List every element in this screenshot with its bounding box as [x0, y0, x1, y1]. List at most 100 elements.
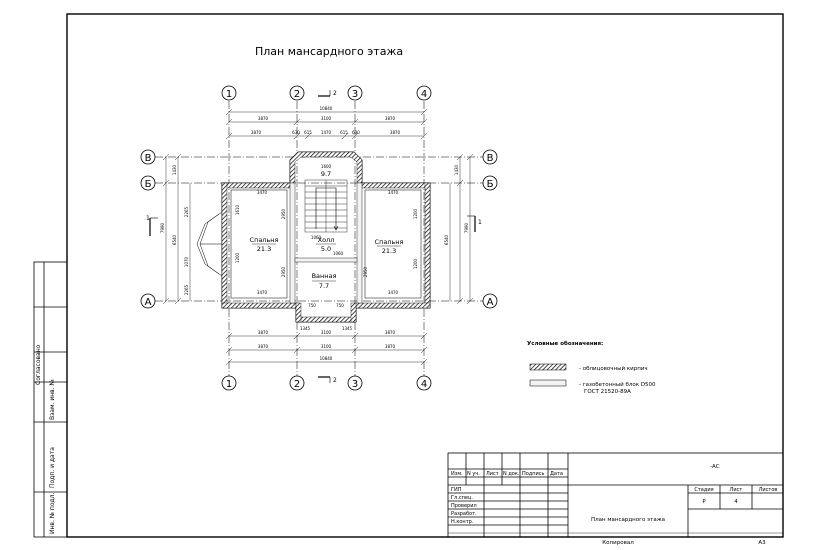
wall-south-left: [221, 302, 297, 309]
svg-text:Б: Б: [145, 179, 152, 190]
svg-text:Лист: Лист: [730, 487, 743, 493]
copied-label: Копировал: [602, 540, 634, 546]
room-bedroom-right-name: Спальня: [375, 238, 404, 246]
legend-brick-swatch: [529, 363, 567, 371]
axis-bubble-right-v: В: [482, 149, 498, 165]
svg-text:Стадия: Стадия: [694, 487, 713, 493]
axis-bubble-bottom-4: 4: [416, 375, 432, 391]
walls: [221, 151, 431, 323]
svg-text:2950: 2950: [281, 266, 286, 277]
room-bathroom-area: 7.7: [319, 282, 329, 290]
svg-text:3870: 3870: [251, 130, 262, 135]
section-mark-top-label: 2: [333, 90, 337, 97]
svg-text:1470: 1470: [321, 130, 332, 135]
axis-bubble-left-a: А: [140, 293, 156, 309]
axis-bubble-top-1: 1: [221, 85, 237, 101]
section-mark-bottom-label: 2: [333, 377, 337, 384]
svg-text:В: В: [487, 153, 494, 164]
svg-text:Гл.спец.: Гл.спец.: [451, 495, 473, 501]
svg-text:В: В: [145, 153, 152, 164]
svg-text:1345: 1345: [300, 326, 311, 331]
section-mark-right-label: 1: [478, 219, 482, 226]
sheet-value: 4: [734, 499, 738, 505]
side-stamp-inv-no: Инв. № подл.: [49, 493, 56, 534]
svg-text:630: 630: [292, 130, 300, 135]
svg-text:2: 2: [294, 379, 300, 390]
section-mark-top: [318, 90, 331, 97]
doc-code: -АС: [710, 464, 720, 470]
bedroom-left-outline: [230, 189, 288, 299]
section-mark-left-label: 1: [146, 215, 150, 222]
svg-text:3870: 3870: [385, 330, 396, 335]
sheet-name: План мансардного этажа: [591, 517, 665, 523]
axis-bubble-left-b: Б: [140, 175, 156, 191]
svg-text:3100: 3100: [321, 330, 332, 335]
svg-text:3100: 3100: [321, 344, 332, 349]
svg-text:3870: 3870: [390, 130, 401, 135]
wall-bay-right: [350, 302, 357, 323]
svg-text:3870: 3870: [258, 330, 269, 335]
wall-bay-left: [295, 302, 302, 323]
svg-text:3470: 3470: [388, 190, 399, 195]
svg-text:Б: Б: [487, 179, 494, 190]
svg-text:1: 1: [226, 379, 232, 390]
svg-text:2265: 2265: [184, 206, 189, 217]
svg-text:10840: 10840: [320, 356, 333, 361]
svg-text:7990: 7990: [160, 222, 165, 233]
svg-text:3870: 3870: [258, 116, 269, 121]
svg-text:ГИП: ГИП: [451, 487, 462, 493]
section-mark-bottom: [318, 376, 331, 383]
svg-text:750: 750: [336, 303, 344, 308]
svg-text:Дата: Дата: [550, 471, 563, 477]
side-stamp-replace-inv: Взам. инв. №: [49, 379, 56, 420]
room-bathroom-name: Ванная: [312, 272, 337, 280]
svg-text:Проверил: Проверил: [451, 503, 477, 509]
axis-bubble-top-4: 4: [416, 85, 432, 101]
room-hall-area: 5.0: [321, 245, 331, 253]
svg-text:10840: 10840: [320, 106, 333, 111]
svg-text:3: 3: [352, 379, 358, 390]
svg-text:2: 2: [294, 89, 300, 100]
axis-bubble-bottom-2: 2: [289, 375, 305, 391]
svg-text:1200: 1200: [235, 252, 240, 263]
drawing-title: План мансардного этажа: [255, 45, 403, 58]
svg-text:3870: 3870: [258, 344, 269, 349]
svg-text:N док.: N док.: [503, 471, 520, 477]
svg-text:А: А: [487, 297, 494, 308]
svg-text:1200: 1200: [413, 258, 418, 269]
wall-west: [221, 182, 228, 309]
svg-text:4: 4: [421, 89, 427, 100]
legend-block-label: - газобетонный блок D500: [579, 381, 656, 388]
svg-text:N уч.: N уч.: [467, 471, 480, 477]
format-label: А3: [758, 540, 766, 546]
dimension-lines: [162, 108, 474, 366]
side-stamp-agreed: Согласовано: [35, 344, 42, 385]
room-hall-name: Холл: [318, 236, 335, 244]
svg-text:Разработ.: Разработ.: [451, 511, 477, 517]
title-block-text: Изм. N уч. Лист N док. Подпись Дата ГИП …: [451, 464, 777, 546]
section-mark-right: [467, 215, 476, 232]
svg-text:1200: 1200: [413, 208, 418, 219]
svg-text:3: 3: [352, 89, 358, 100]
svg-text:1430: 1430: [454, 164, 459, 175]
west-bay-window: [196, 211, 223, 277]
svg-text:6540: 6540: [444, 234, 449, 245]
room-stair-area: 9.7: [321, 170, 331, 178]
legend-brick-label: - облицовочный кирпич: [579, 365, 648, 372]
svg-text:3470: 3470: [257, 290, 268, 295]
svg-text:1070: 1070: [184, 256, 189, 267]
legend-heading: Условные обозначения:: [527, 340, 603, 347]
partition-left: [289, 182, 296, 304]
svg-text:1610: 1610: [235, 204, 240, 215]
svg-text:3100: 3100: [321, 116, 332, 121]
wall-south-bay: [295, 316, 357, 323]
bedroom-right-outline: [364, 189, 422, 299]
svg-text:3870: 3870: [385, 116, 396, 121]
svg-text:1060: 1060: [333, 251, 344, 256]
svg-text:6540: 6540: [172, 234, 177, 245]
svg-text:Н.контр.: Н.контр.: [451, 519, 474, 525]
partition-right: [356, 182, 363, 304]
svg-text:1060: 1060: [311, 235, 322, 240]
axis-bubble-bottom-3: 3: [347, 375, 363, 391]
